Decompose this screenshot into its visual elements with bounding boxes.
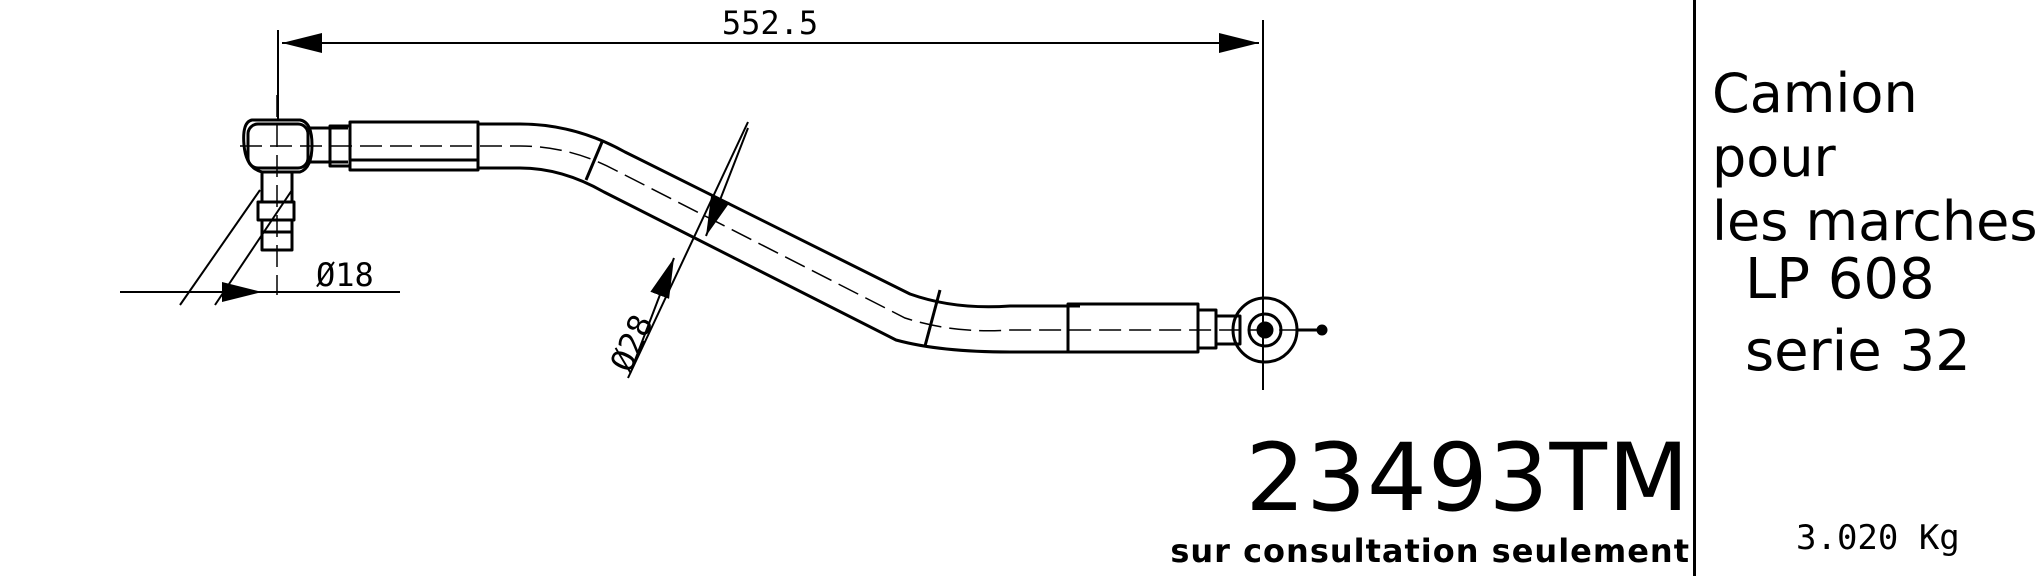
length-value: 552.5: [722, 4, 818, 42]
small-diameter-dimension: [120, 189, 400, 306]
model-line-1: LP 608: [1745, 247, 1935, 312]
vehicle-description: Camion pour les marches: [1712, 62, 2040, 254]
vehicle-line-1: Camion pour: [1712, 62, 1918, 189]
part-number: 23493TM: [1245, 424, 1690, 533]
centerline: [240, 95, 1310, 332]
model-line-2: serie 32: [1745, 319, 1971, 384]
tie-rod: [242, 118, 1328, 364]
length-dimension: [277, 20, 1264, 390]
vehicle-line-2: les marches: [1712, 190, 2038, 253]
tube-diameter-dimension: [627, 121, 749, 379]
tube-diameter-value: Ø28: [603, 309, 661, 377]
small-diameter-value: Ø18: [316, 256, 374, 294]
weight-value: 3.020 Kg: [1796, 518, 1960, 558]
model-designation: LP 608 serie 32: [1745, 244, 2040, 388]
panel-divider: [1693, 0, 1696, 576]
consultation-note: sur consultation seulement: [1170, 532, 1690, 570]
